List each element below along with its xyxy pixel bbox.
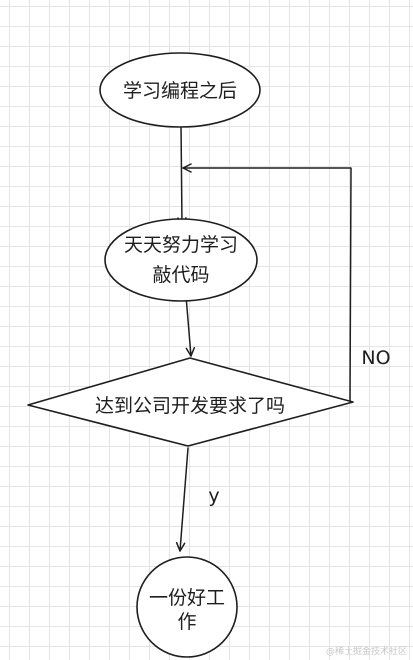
study-node-label-line2: 敲代码 xyxy=(152,264,209,286)
decision-node xyxy=(27,357,354,447)
decision-node-label: 达到公司开发要求了吗 xyxy=(95,395,285,417)
start-node xyxy=(99,52,261,128)
study-node xyxy=(104,218,258,302)
watermark: @稀土掘金技术社区 xyxy=(325,647,407,657)
edge-label-yes: y xyxy=(208,485,219,507)
start-node-label: 学习编程之后 xyxy=(123,80,237,102)
end-node-label-line1: 一份好工 xyxy=(149,587,225,609)
end-node xyxy=(136,556,238,658)
edge-decision-to-end xyxy=(175,447,189,552)
end-node-label-line2: 作 xyxy=(177,611,196,633)
edge-study-to-decision xyxy=(185,295,196,357)
edge-label-no: NO xyxy=(361,347,390,369)
study-node-label-line1: 天天努力学习 xyxy=(124,234,238,256)
edge-start-to-study xyxy=(177,123,187,227)
edge-decision-no-loop xyxy=(182,163,352,402)
